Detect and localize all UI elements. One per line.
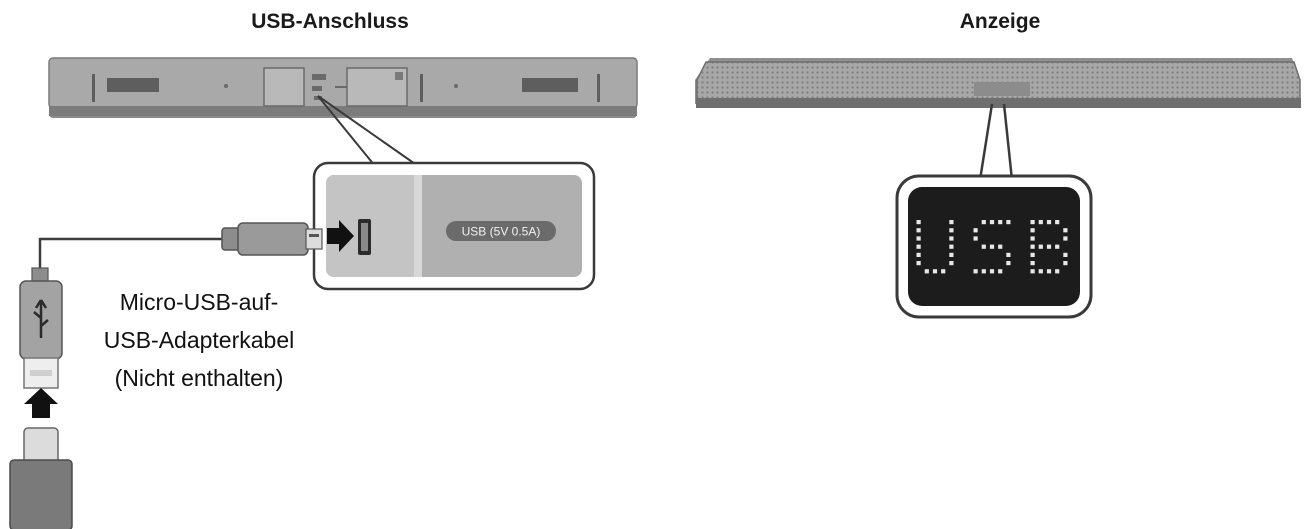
display-dot: [973, 269, 978, 274]
display-dot: [1055, 269, 1060, 274]
display-dot: [1030, 220, 1035, 225]
soundbar-front: [695, 58, 1301, 108]
insert-arrow-right: [327, 220, 354, 252]
display-dot: [949, 236, 954, 241]
display-dot: [1006, 220, 1011, 225]
display-dot: [916, 244, 921, 249]
display-dot: [1030, 244, 1035, 249]
cable-caption-line-2: USB-Adapterkabel: [103, 327, 295, 353]
display-dot: [973, 228, 978, 233]
cable-caption-line-3: (Nicht enthalten): [114, 365, 284, 391]
usb-a-plug: [19, 267, 63, 389]
display-dot: [981, 269, 986, 274]
usb-port-title: USB-Anschluss: [251, 10, 409, 33]
usb-port-callout: USB (5V 0.5A): [312, 161, 596, 291]
display-dot: [941, 269, 946, 274]
display-dot: [1030, 269, 1035, 274]
display-dot: [1063, 261, 1068, 266]
display-dot: [924, 269, 929, 274]
display-dot: [1063, 252, 1068, 257]
cable-caption-line-1: Micro-USB-auf-: [119, 289, 279, 315]
insert-arrow-up: [24, 388, 58, 418]
usb-symbol-icon: [33, 299, 49, 338]
display-dot: [989, 269, 995, 274]
display-dot: [981, 244, 986, 249]
usb-storage-device: [9, 427, 73, 529]
display-dot: [916, 261, 921, 266]
display-dot: [949, 228, 954, 233]
display-title: Anzeige: [959, 10, 1041, 33]
display-readout: [916, 220, 1068, 274]
display-dot: [1030, 228, 1035, 233]
display-dot: [989, 244, 995, 249]
display-dot: [932, 269, 938, 274]
display-dot: [1055, 244, 1060, 249]
cable-caption: Micro-USB-auf- USB-Adapterkabel (Nicht e…: [74, 283, 324, 397]
display-dot: [916, 228, 921, 233]
display-dot: [1046, 220, 1052, 225]
display-dot: [1038, 269, 1043, 274]
display-dot: [949, 252, 954, 257]
display-dot: [949, 261, 954, 266]
display-pointer: [978, 103, 1014, 181]
soundbar-rear: [48, 57, 638, 118]
display-dot: [1038, 244, 1043, 249]
display-dot: [989, 220, 995, 225]
display-dot: [916, 236, 921, 241]
display-dot: [1030, 261, 1035, 266]
display-dot: [973, 236, 978, 241]
display-dot: [1006, 261, 1011, 266]
display-dot: [998, 220, 1003, 225]
display-dot: [998, 269, 1003, 274]
usb-port-label: USB (5V 0.5A): [462, 225, 541, 239]
micro-usb-cable: [38, 222, 323, 268]
display-dot: [1046, 244, 1052, 249]
display-dot: [998, 244, 1003, 249]
display-dot: [981, 220, 986, 225]
callout-pointer: [317, 95, 419, 167]
display-dot: [1006, 252, 1011, 257]
display-dot: [916, 252, 921, 257]
display-dot: [1063, 236, 1068, 241]
display-dot: [1030, 252, 1035, 257]
display-dot: [916, 220, 921, 225]
display-dot: [1055, 220, 1060, 225]
display-dot: [949, 220, 954, 225]
display-dot: [1030, 236, 1035, 241]
display-dot: [949, 244, 954, 249]
display-dot: [1063, 228, 1068, 233]
display-dot: [1038, 220, 1043, 225]
display-dot: [1046, 269, 1052, 274]
